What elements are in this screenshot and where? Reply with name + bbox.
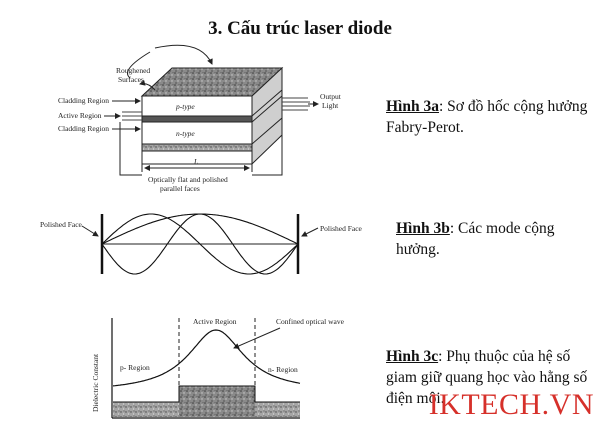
active-dielectric xyxy=(179,386,255,417)
y-axis-label: Dielectric Constant xyxy=(91,353,100,412)
length-label: L xyxy=(193,157,198,166)
mode-curve-1 xyxy=(101,213,299,245)
confined-wave-label: Confined optical wave xyxy=(276,317,345,326)
confined-optical-wave-curve xyxy=(112,329,301,387)
roughened-label-1: Roughened xyxy=(116,66,150,75)
caption-3a-text: : Sơ đồ hốc cộng hưởng Fabry-Perot. xyxy=(386,98,588,136)
cladding-dielectric-right xyxy=(255,402,300,417)
page-title: 3. Cấu trúc laser diode xyxy=(208,18,392,39)
polished-face-left-label: Polished Face xyxy=(40,220,83,229)
cladding-top-label: Cladding Region xyxy=(58,96,109,105)
active-region-label-c: Active Region xyxy=(193,317,237,326)
cladding-bottom-label: Cladding Region xyxy=(58,124,109,133)
cladding-top-layer xyxy=(141,95,253,117)
substrate-layer xyxy=(141,150,253,165)
caption-3c-text: : Phụ thuộc của hệ số giam giữ quang học… xyxy=(386,348,588,407)
watermark-logo: IKTECH.VN xyxy=(428,388,594,421)
polished-faces-label-1: Optically flat and polished xyxy=(148,175,228,184)
n-region-label: n- Region xyxy=(268,365,298,374)
caption-3a-head: Hình 3a xyxy=(386,98,439,115)
p-type-label: p-type xyxy=(175,102,195,111)
roughened-label-2: Surfaces xyxy=(118,75,144,84)
output-light-beam xyxy=(282,97,310,111)
active-layer xyxy=(141,115,253,123)
polished-faces-label-2: parallel faces xyxy=(160,184,200,193)
caption-3c-head: Hình 3c xyxy=(386,348,439,365)
fig-3c: Dielectric Constant Active Region Confin… xyxy=(91,317,345,419)
caption-3b-head: Hình 3b xyxy=(396,220,450,237)
caption-3b: Hình 3b: Các mode cộng hưởng. xyxy=(396,218,596,260)
cladding-dielectric-left xyxy=(113,402,179,417)
fig-3a: Roughened Surfaces Cladding Region Activ… xyxy=(58,44,342,193)
mode-curve-3 xyxy=(101,213,299,275)
n-type-label: n-type xyxy=(176,129,195,138)
cladding-bottom-layer xyxy=(141,121,253,145)
output-light-label-2: Light xyxy=(322,101,339,110)
polished-face-right-label: Polished Face xyxy=(320,224,363,233)
bottom-roughened xyxy=(141,143,253,152)
caption-3a: Hình 3a: Sơ đồ hốc cộng hưởng Fabry-Pero… xyxy=(386,96,596,138)
output-light-label-1: Output xyxy=(320,92,342,101)
active-region-label: Active Region xyxy=(58,111,102,120)
fig-3b: Polished Face Polished Face xyxy=(40,213,363,275)
caption-3c: Hình 3c: Phụ thuộc của hệ số giam giữ qu… xyxy=(386,346,596,409)
caption-3b-text: : Các mode cộng hưởng. xyxy=(396,220,555,258)
p-region-label: p- Region xyxy=(120,363,150,372)
mode-curve-2 xyxy=(101,213,299,275)
